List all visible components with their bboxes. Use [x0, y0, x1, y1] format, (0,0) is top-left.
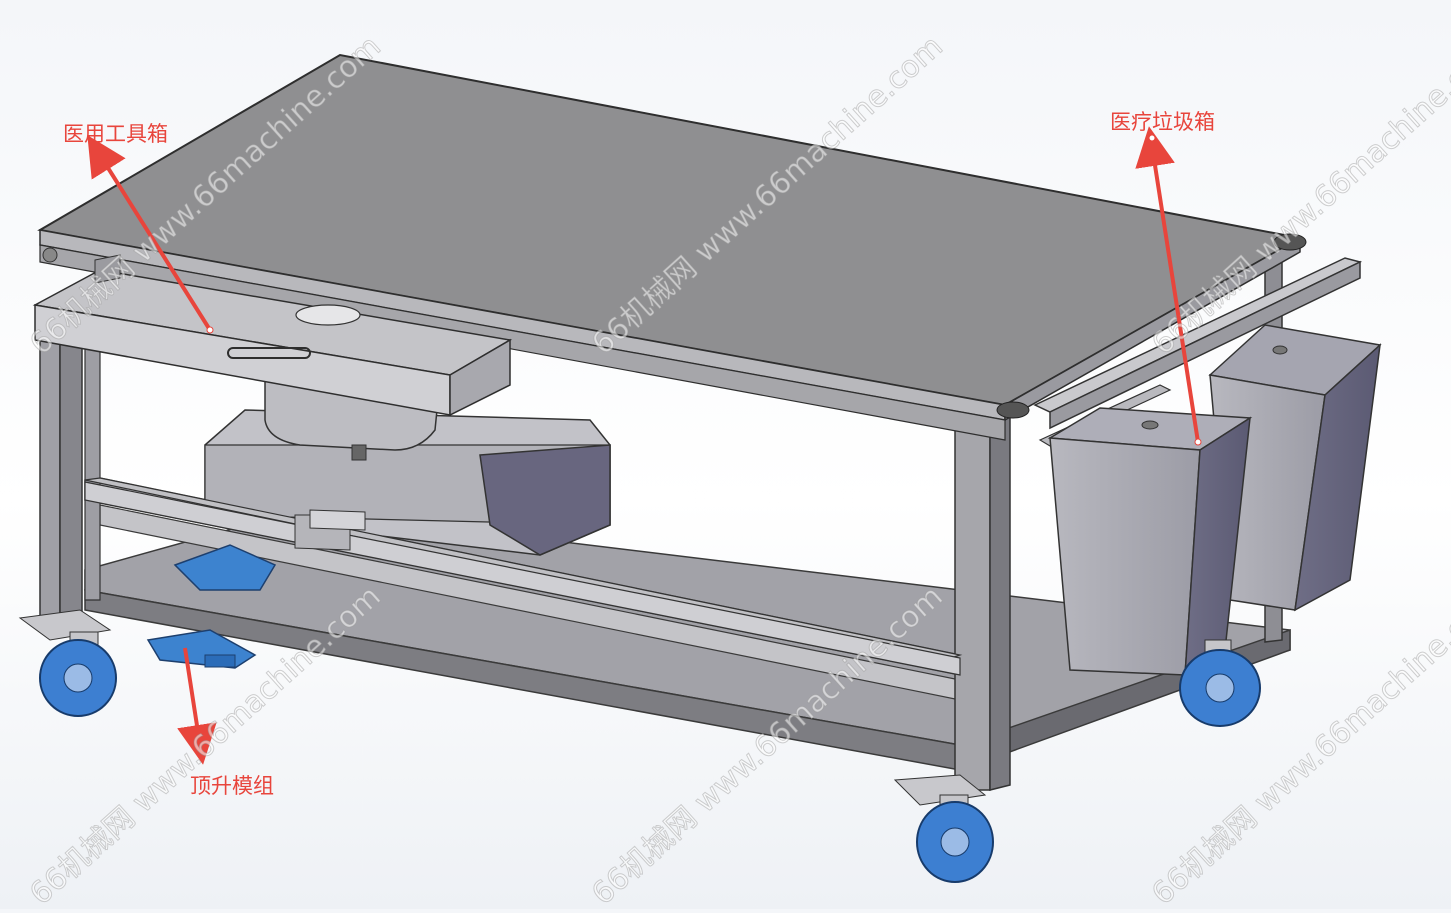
cross-member — [84, 477, 963, 676]
table-top — [37, 53, 1303, 441]
tool-box-label: 医用工具箱 — [63, 122, 168, 146]
waste-box-label: 医疗垃圾箱 — [1110, 110, 1215, 134]
caster-front-left — [18, 609, 117, 717]
tool-box-arrow — [87, 135, 212, 332]
caster-front-right — [893, 774, 994, 883]
lift-module-arrow — [177, 647, 217, 765]
waste-box-arrow — [1135, 126, 1200, 443]
tool-box-drawer — [32, 247, 513, 417]
waste-bin-front — [1047, 407, 1253, 677]
caster-rear-right — [1179, 639, 1261, 727]
annotation-arrows — [87, 126, 1202, 765]
lift-module-label: 顶升模组 — [190, 774, 274, 798]
lift-module — [146, 544, 277, 669]
